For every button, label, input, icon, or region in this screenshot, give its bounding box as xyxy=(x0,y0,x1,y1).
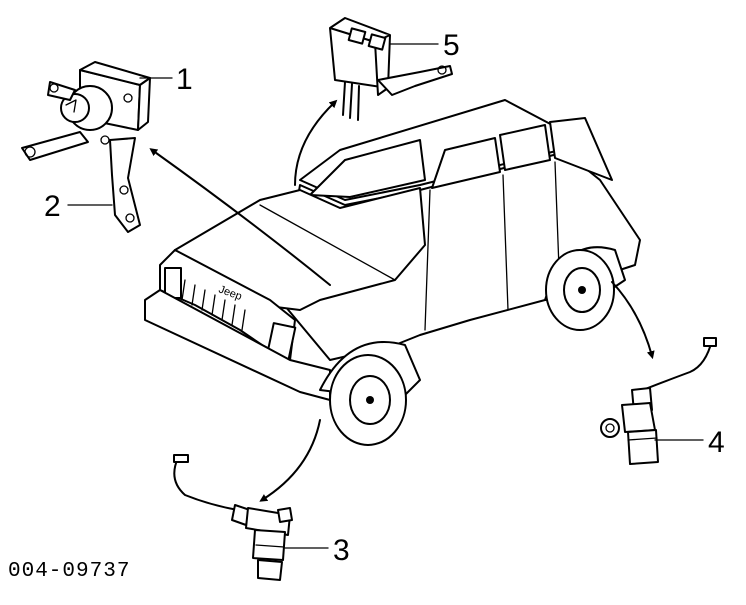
vehicle-quarter-window xyxy=(549,117,613,181)
component-5-wire-3 xyxy=(357,85,360,121)
arrow-to-component-5 xyxy=(294,99,338,186)
vehicle-windshield xyxy=(309,139,426,198)
callout-arrows xyxy=(149,99,655,502)
jeep-vehicle: Jeep xyxy=(144,99,641,446)
component-3-sensor xyxy=(173,454,293,581)
component-3-wire xyxy=(173,457,239,511)
arrow-to-component-1 xyxy=(149,148,331,286)
front-wheel xyxy=(329,354,407,446)
rear-door-line xyxy=(502,174,509,311)
hood-crease xyxy=(259,204,396,281)
callout-1: 1 xyxy=(176,63,193,96)
component-1-mount-arm-left xyxy=(47,81,76,101)
component-2-bracket xyxy=(109,137,141,233)
callout-2: 2 xyxy=(44,190,61,223)
callout-5: 5 xyxy=(443,29,460,62)
rear-wheel xyxy=(545,249,615,331)
callout-3: 3 xyxy=(333,534,350,567)
callout-4: 4 xyxy=(708,426,725,459)
component-1-assembly xyxy=(21,61,151,161)
vehicle-front-door-window xyxy=(431,137,501,189)
grille-slats xyxy=(181,279,246,331)
arrow-to-component-4 xyxy=(611,281,655,360)
arrow-to-component-3 xyxy=(259,419,321,502)
component-5-wire-2 xyxy=(349,83,353,119)
vehicle-rear-door-window xyxy=(499,124,551,171)
component-5-module xyxy=(329,17,453,121)
figure-code: 004-09737 xyxy=(8,560,130,583)
component-5-wire-1 xyxy=(342,81,346,116)
front-door-line xyxy=(424,189,431,331)
component-4-sensor xyxy=(600,337,717,465)
component-1-side xyxy=(137,77,151,131)
component-1-mount-arm-lower xyxy=(21,131,89,161)
leader-lines xyxy=(67,43,704,549)
